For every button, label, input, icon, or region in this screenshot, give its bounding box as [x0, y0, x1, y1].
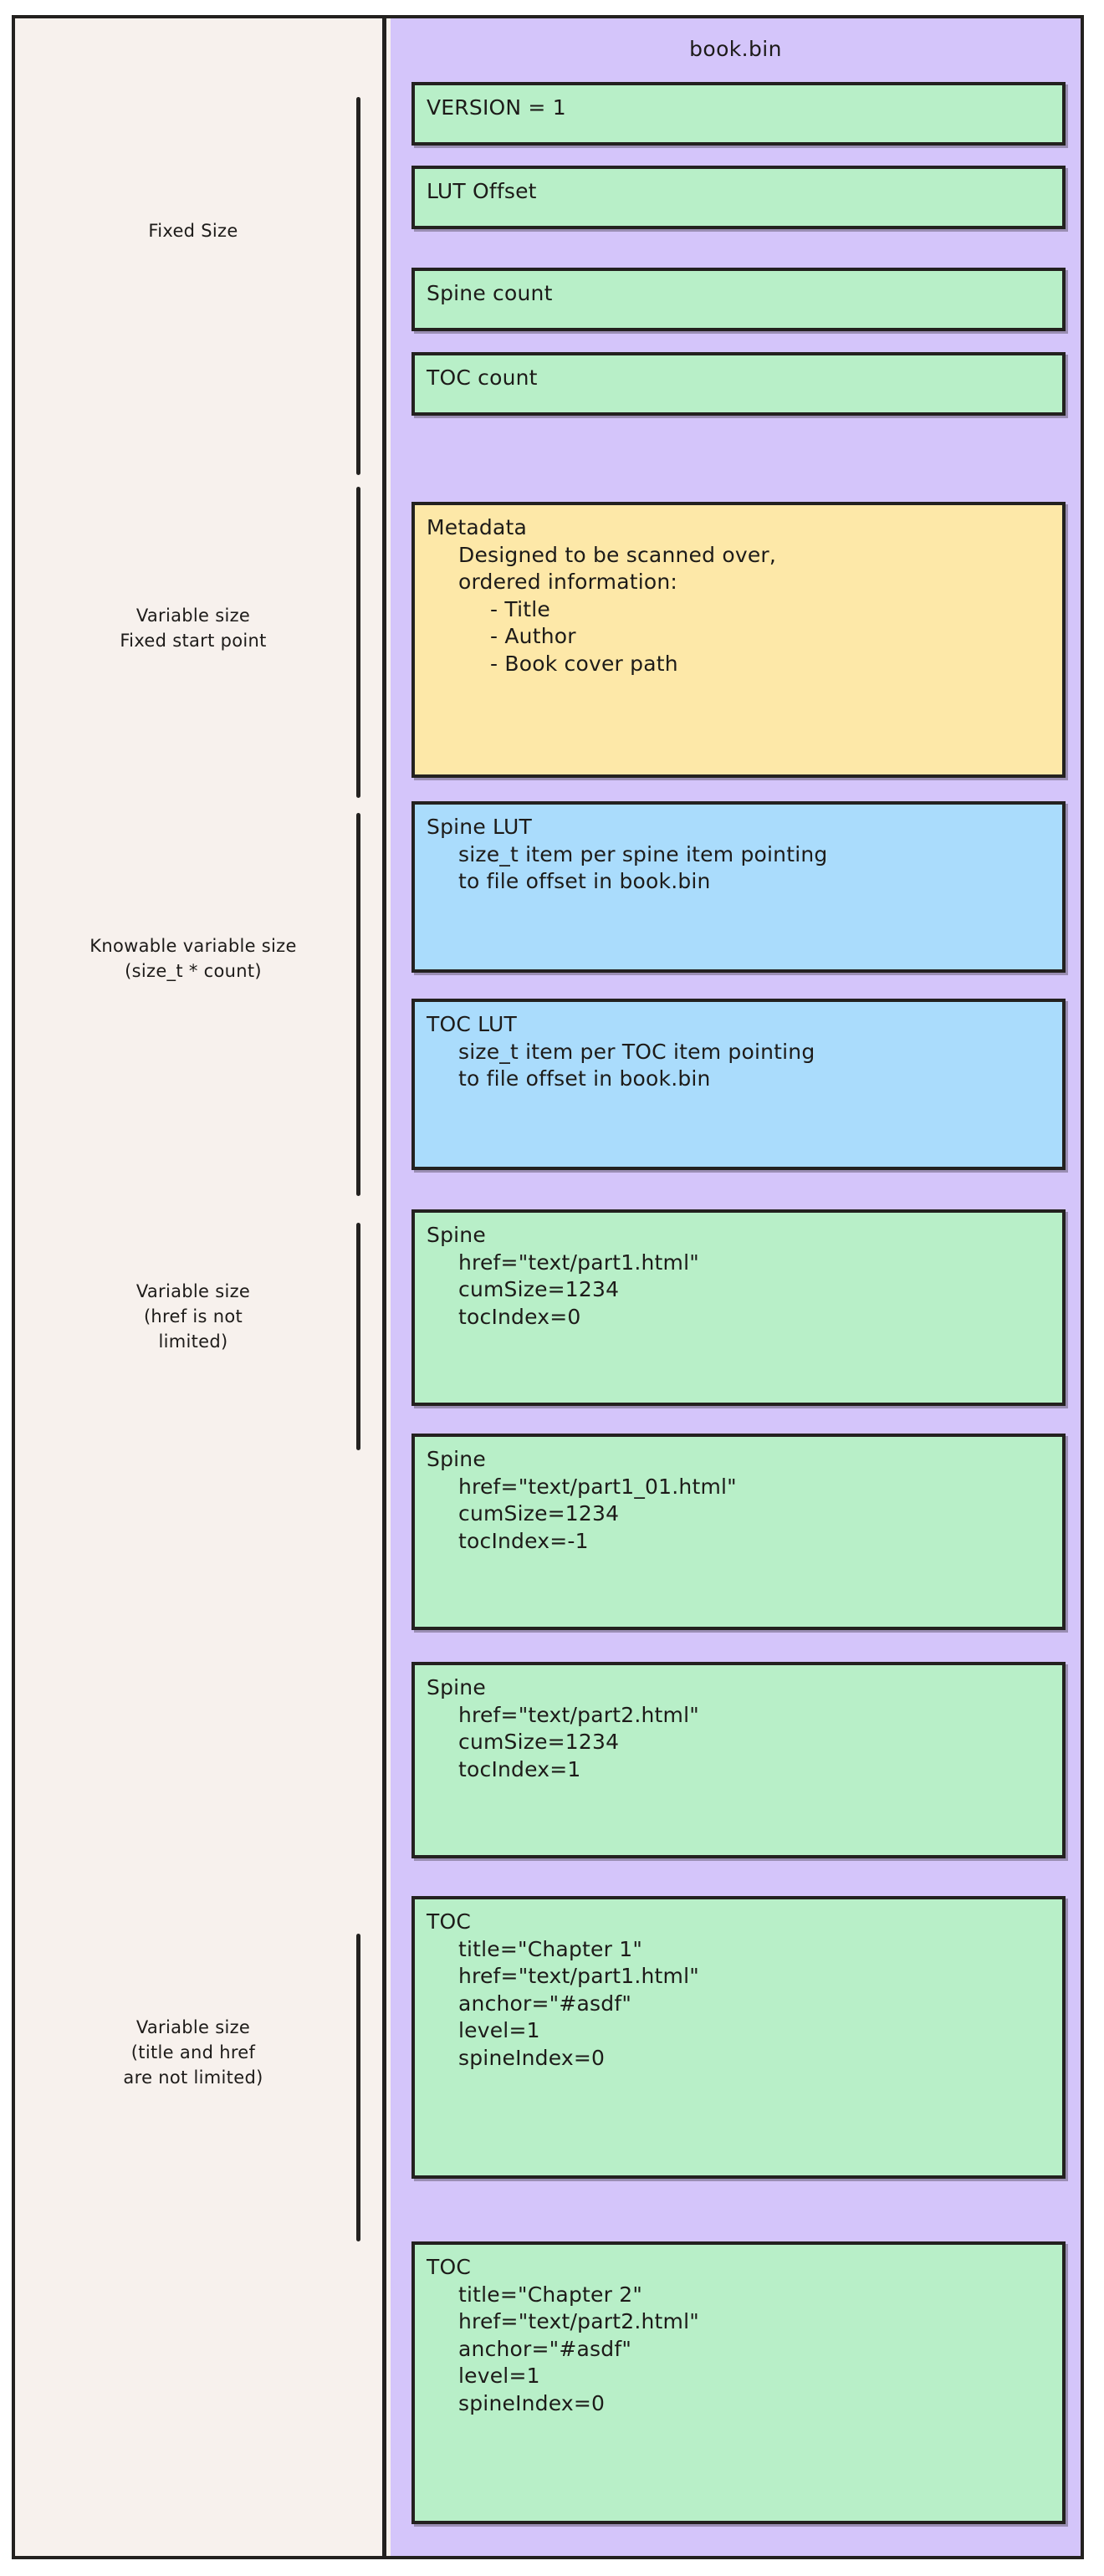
- field-toc-1-line-5: level=1: [458, 2018, 540, 2042]
- field-toc-lut-line-3: to file offset in book.bin: [458, 1066, 711, 1091]
- field-lut-offset: LUT Offset: [411, 166, 1066, 229]
- annotation-label-2: Variable size Fixed start point: [120, 606, 267, 651]
- annotation-bracket-3: [356, 813, 360, 1196]
- field-metadata-line-1: Metadata: [427, 515, 527, 539]
- field-metadata-line-4: - Title: [490, 596, 550, 621]
- field-toc-2-line-2: title="Chapter 2": [458, 2282, 643, 2307]
- field-toc-2-line-5: level=1: [458, 2364, 540, 2388]
- field-metadata-line-5: - Author: [490, 624, 576, 648]
- field-metadata-line-6: - Book cover path: [490, 651, 678, 676]
- field-toc-1-line-2: title="Chapter 1": [458, 1936, 643, 1961]
- field-version-line-1: VERSION = 1: [427, 95, 566, 120]
- field-toc-lut-line-2: size_t item per TOC item pointing: [458, 1039, 815, 1064]
- field-toc-1-line-3: href="text/part1.html": [458, 1964, 699, 1988]
- field-spine-1: Spine href="text/part1.html"cumSize=1234 t…: [411, 1209, 1066, 1406]
- annotation-label-4: Variable size (href is not limited): [135, 1281, 251, 1352]
- field-spine-lut-line-3: to file offset in book.bin: [458, 869, 711, 893]
- field-toc-2-line-3: href="text/part2.html": [458, 2309, 699, 2333]
- field-spine-1-line-1: Spine: [427, 1223, 486, 1247]
- field-toc-2-line-4: anchor="#asdf": [458, 2336, 632, 2361]
- field-spine-3-line-2: href="text/part2.html": [458, 1702, 699, 1727]
- annotation-bracket-4: [356, 1223, 360, 1450]
- annotation-bracket-1: [356, 97, 360, 475]
- field-toc-1-line-6: spineIndex=0: [458, 2045, 606, 2070]
- field-toc-count: TOC count: [411, 352, 1066, 416]
- field-spine-count: Spine count: [411, 268, 1066, 331]
- annotation-label-1: Fixed Size: [148, 221, 238, 241]
- field-spine-2-line-1: Spine: [427, 1447, 486, 1471]
- field-spine-2: Spine href="text/part1_01.html"cumSize=12…: [411, 1434, 1066, 1630]
- field-spine-1-line-4: tocIndex=0: [458, 1304, 581, 1329]
- field-spine-2-line-2: href="text/part1_01.html": [458, 1474, 737, 1499]
- field-spine-lut-line-2: size_t item per spine item pointing: [458, 841, 828, 866]
- field-spine-1-line-2: href="text/part1.html": [458, 1250, 699, 1275]
- field-spine-count-line-1: Spine count: [427, 281, 553, 305]
- field-toc-2-line-1: TOC: [427, 2255, 472, 2279]
- field-toc-count-line-1: TOC count: [427, 365, 538, 390]
- field-lut-offset-line-1: LUT Offset: [427, 179, 537, 203]
- field-metadata-line-2: Designed to be scanned over,: [458, 542, 777, 567]
- annotation-label-5: Variable size (title and href are not li…: [123, 2017, 263, 2088]
- field-metadata-line-3: ordered information:: [458, 570, 678, 594]
- field-toc-1-line-4: anchor="#asdf": [458, 1991, 632, 2016]
- field-spine-2-line-4: tocIndex=-1: [458, 1528, 589, 1553]
- field-spine-3-line-3: cumSize=1234: [458, 1730, 620, 1754]
- field-spine-2-line-3: cumSize=1234: [458, 1501, 620, 1526]
- annotation-label-3: Knowable variable size (size_t * count): [89, 936, 297, 981]
- field-spine-1-line-3: cumSize=1234: [458, 1277, 620, 1301]
- file-title: book.bin: [689, 37, 782, 61]
- field-version: VERSION = 1: [411, 82, 1066, 146]
- field-toc-lut: TOC LUT size_t item per TOC item pointing…: [411, 999, 1066, 1170]
- field-toc-1-line-1: TOC: [427, 1909, 472, 1934]
- field-spine-3-line-4: tocIndex=1: [458, 1756, 581, 1781]
- annotation-bracket-2: [356, 487, 360, 798]
- field-spine-3-line-1: Spine: [427, 1675, 486, 1699]
- field-toc-lut-line-1: TOC LUT: [427, 1012, 518, 1036]
- field-spine-lut-line-1: Spine LUT: [427, 815, 532, 839]
- field-toc-2-line-6: spineIndex=0: [458, 2390, 606, 2415]
- annotation-bracket-5: [356, 1934, 360, 2241]
- field-toc-2: TOC title="Chapter 2"href="text/part2.htm…: [411, 2241, 1066, 2524]
